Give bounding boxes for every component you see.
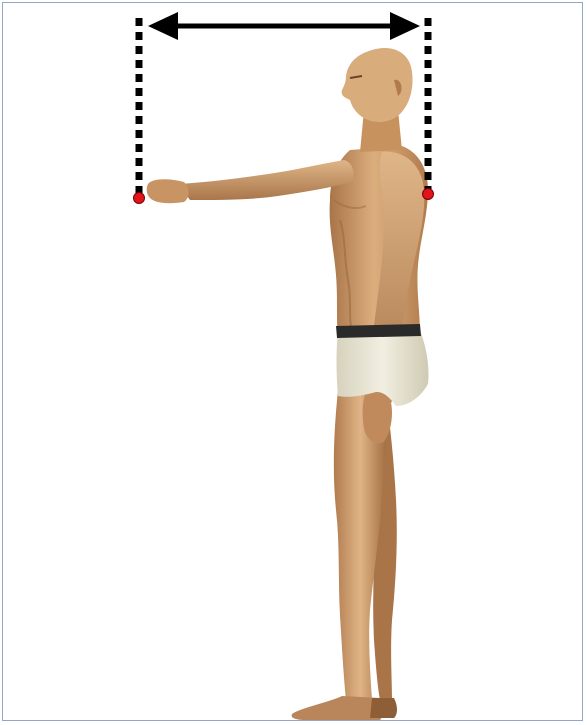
hanging-hand — [363, 390, 392, 443]
head — [342, 48, 413, 122]
fist-marker — [134, 193, 145, 204]
shoulder-marker — [423, 189, 434, 200]
arrowhead-left — [148, 12, 178, 40]
arrowhead-right — [390, 12, 420, 40]
fist — [147, 179, 189, 203]
back-foot — [370, 698, 397, 718]
outstretched-arm — [178, 160, 354, 200]
waistband — [336, 324, 421, 338]
front-foot — [292, 696, 383, 720]
